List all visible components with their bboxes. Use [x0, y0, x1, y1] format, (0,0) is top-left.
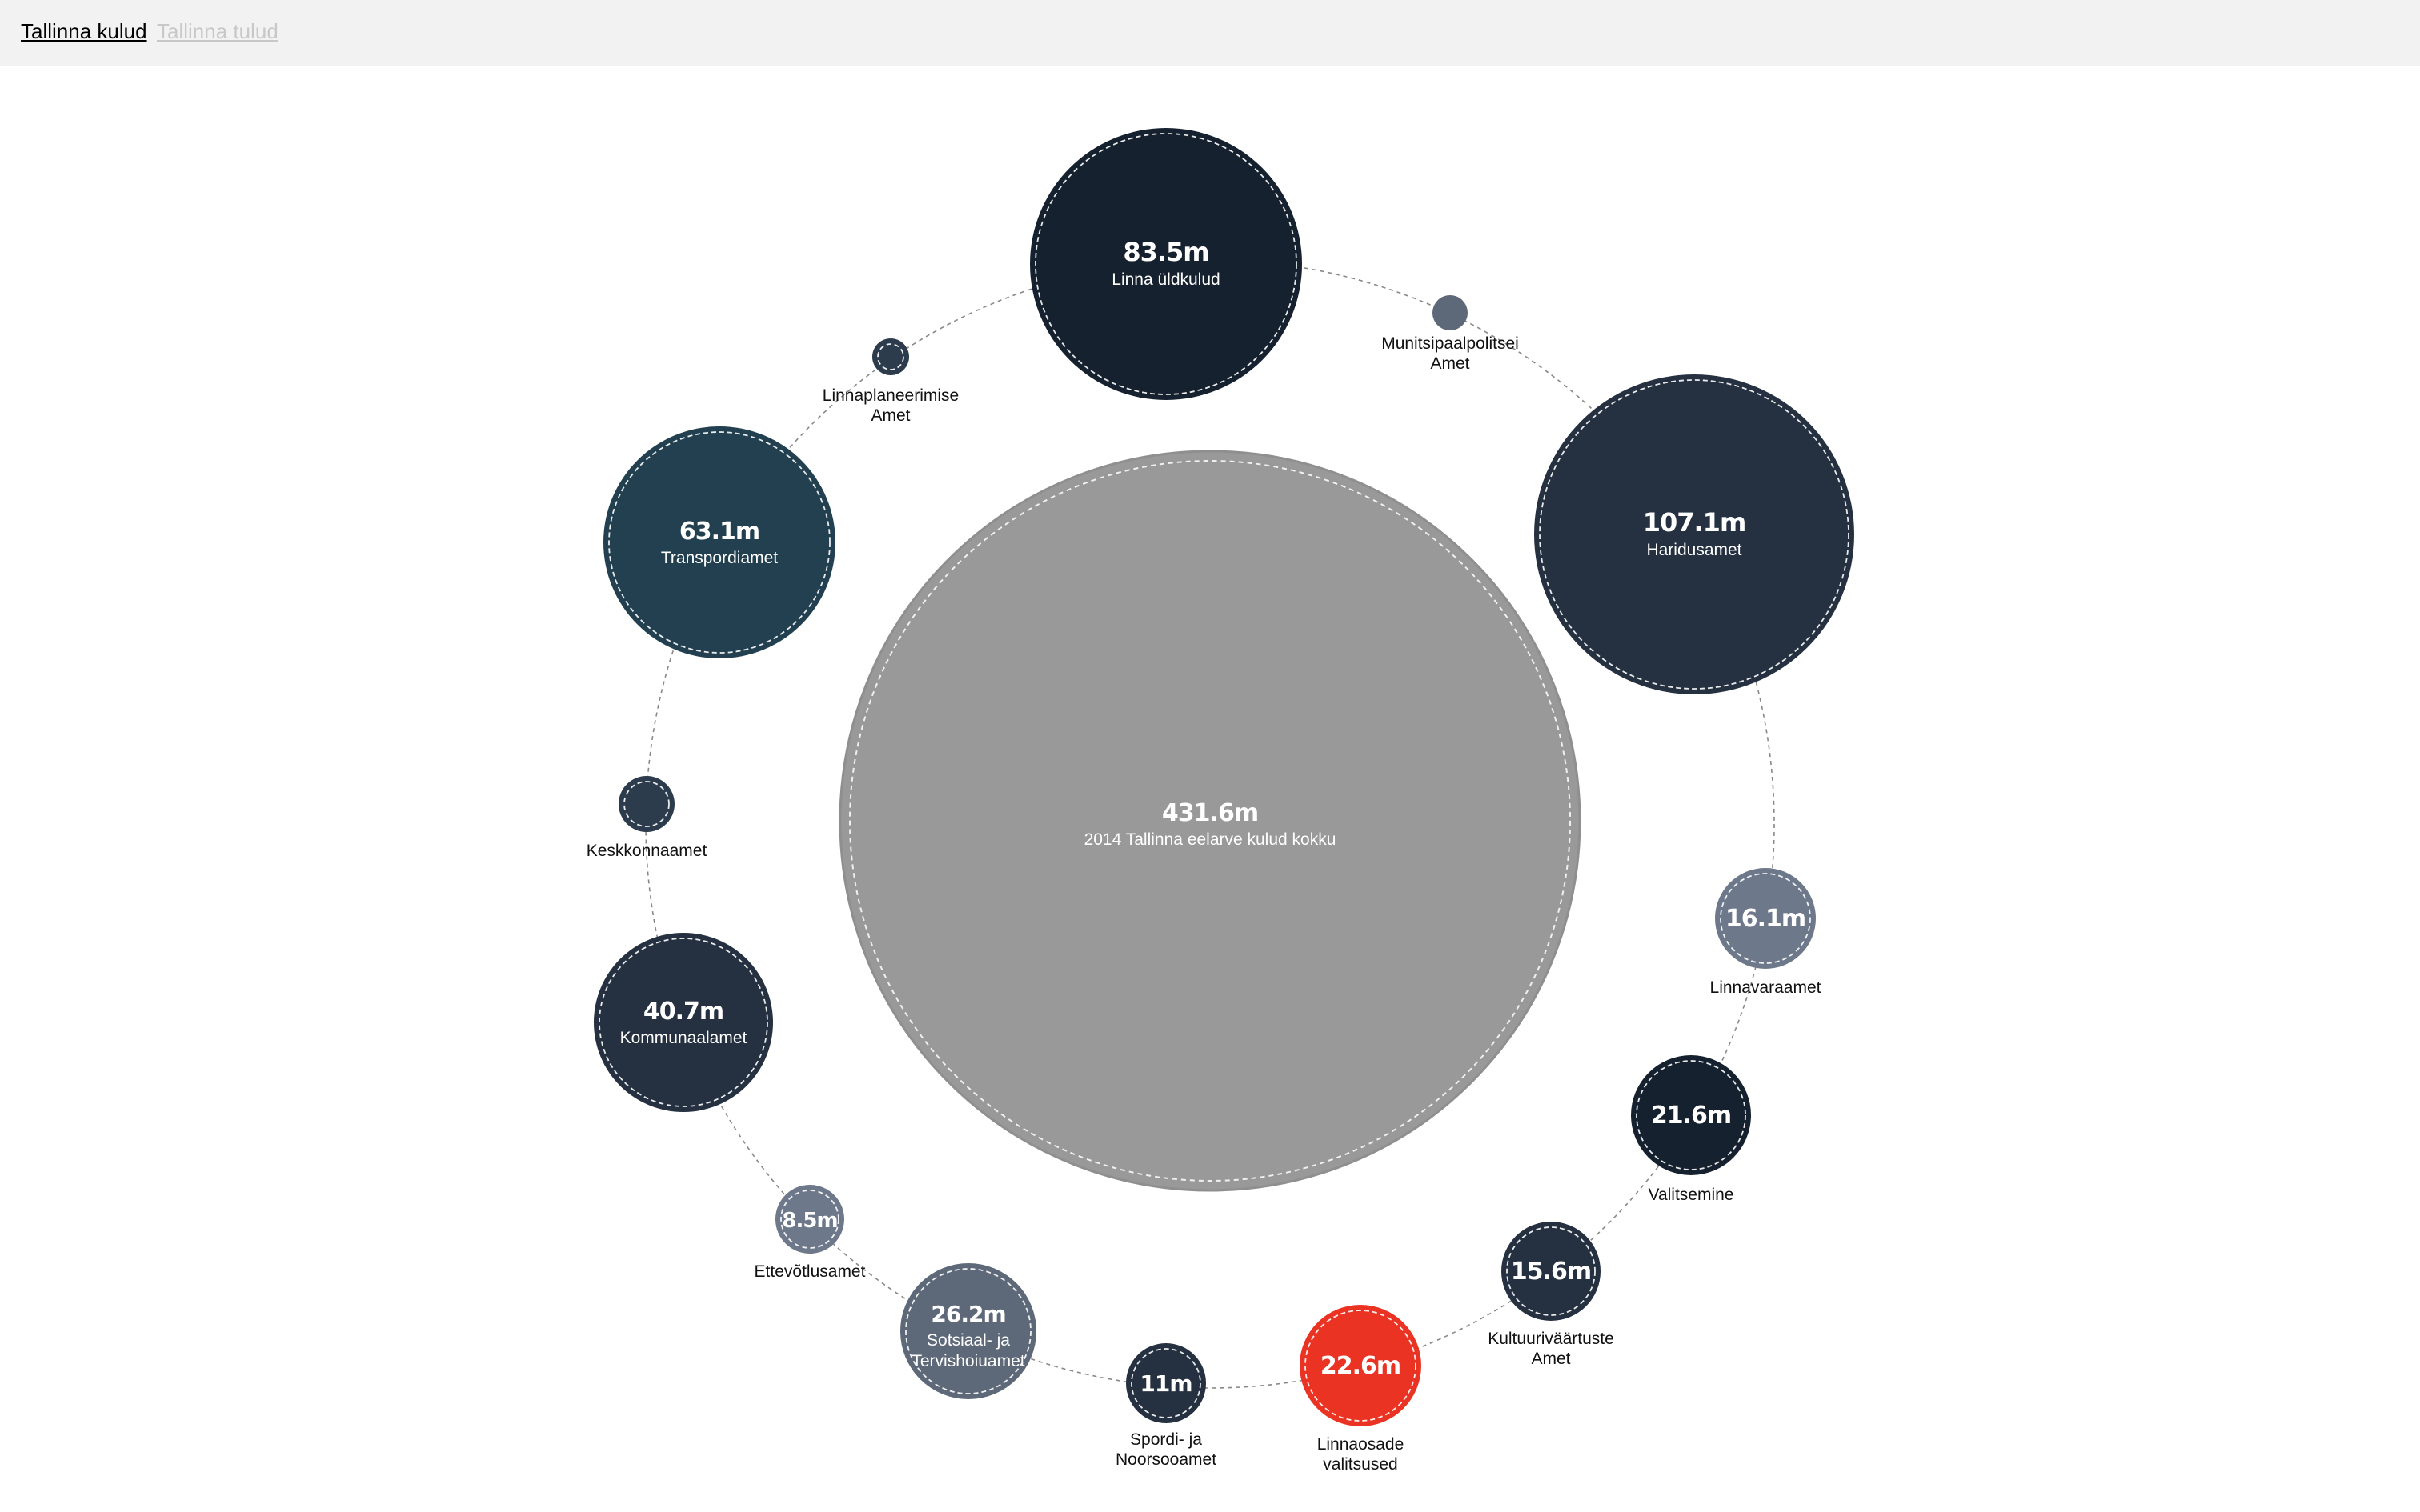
value-label-kultuurivaartuste-amet: 15.6m [1511, 1258, 1591, 1286]
bubble-dashed-ring-kommunaalamet [599, 938, 768, 1107]
outside-label-linnaosade-valitsused: Linnaosade [1317, 1435, 1404, 1454]
bubble-haridusamet [1534, 374, 1854, 694]
name-label-transpordiamet: Transpordiamet [661, 549, 778, 567]
outside-label-kultuurivaartuste-amet: Kultuuriväärtuste [1488, 1330, 1614, 1348]
total-value-label: 431.6m [1162, 799, 1258, 827]
tab-tallinna-tulud[interactable]: Tallinna tulud [157, 19, 278, 43]
bubble-dashed-ring-haridusamet [1539, 379, 1849, 690]
bubble-sotsiaal-ja-tervishoiuamet [900, 1263, 1036, 1399]
value-label-valitsemine: 21.6m [1651, 1102, 1731, 1130]
outside-label-ettevotlusamet: Ettevõtlusamet [755, 1262, 866, 1281]
bubble-spordi-ja-noorsooamet [1126, 1343, 1206, 1423]
bubble-dashed-ring-linna-uldkulud [1035, 133, 1297, 395]
bubble-dashed-ring-linnavaraamet [1720, 873, 1811, 964]
outside-label-spordi-ja-noorsooamet: Spordi- ja [1130, 1430, 1202, 1449]
value-label-haridusamet: 107.1m [1643, 507, 1746, 538]
total-bubble-dashed-ring [849, 460, 1571, 1182]
bubble-dashed-ring-linnaplaneerimise-amet [877, 343, 904, 370]
total-bubble [839, 450, 1581, 1192]
bubble-ettevotlusamet [775, 1185, 844, 1254]
outside-label-linnaplaneerimise-amet: Amet [871, 406, 910, 425]
bubble-dashed-ring-keskkonnaamet [623, 781, 670, 827]
bubble-dashed-ring-spordi-ja-noorsooamet [1131, 1348, 1201, 1418]
name-label-haridusamet: Haridusamet [1646, 541, 1741, 559]
bubble-transpordiamet [603, 426, 835, 658]
bubble-kommunaalamet [594, 933, 773, 1112]
bubble-linnaosade-valitsused [1300, 1305, 1421, 1426]
value-label-linnavaraamet: 16.1m [1725, 905, 1805, 933]
bubble-munitsipaalpolitsei-amet [1432, 295, 1468, 330]
name-label-linna-uldkulud: Linna üldkulud [1112, 270, 1220, 289]
bubble-valitsemine [1631, 1055, 1751, 1175]
value-label-kommunaalamet: 40.7m [643, 998, 723, 1026]
value-label-transpordiamet: 63.1m [679, 518, 759, 546]
name-label-sotsiaal-ja-tervishoiuamet: Sotsiaal- ja [927, 1331, 1010, 1350]
tab-tallinna-kulud[interactable]: Tallinna kulud [21, 19, 147, 43]
value-label-sotsiaal-ja-tervishoiuamet: 26.2m [931, 1301, 1005, 1327]
outside-label-spordi-ja-noorsooamet: Noorsooamet [1116, 1450, 1216, 1469]
bubble-keskkonnaamet [619, 776, 675, 832]
value-label-linnaosade-valitsused: 22.6m [1320, 1352, 1400, 1380]
outside-label-linnaosade-valitsused: valitsused [1323, 1455, 1397, 1474]
bubble-dashed-ring-linnaosade-valitsused [1304, 1310, 1416, 1422]
bubble-linna-uldkulud [1030, 128, 1302, 400]
top-nav-bar: Tallinna kulud Tallinna tulud [0, 0, 2420, 66]
name-label-sotsiaal-ja-tervishoiuamet: Tervishoiuamet [912, 1352, 1024, 1370]
value-label-linna-uldkulud: 83.5m [1123, 237, 1208, 267]
outside-label-munitsipaalpolitsei-amet: Munitsipaalpolitsei [1381, 334, 1519, 353]
outside-label-munitsipaalpolitsei-amet: Amet [1430, 354, 1469, 373]
outside-label-valitsemine: Valitsemine [1649, 1186, 1734, 1204]
outside-label-keskkonnaamet: Keskkonnaamet [587, 842, 707, 860]
value-label-spordi-ja-noorsooamet: 11m [1140, 1370, 1192, 1397]
total-name-label: 2014 Tallinna eelarve kulud kokku [1084, 830, 1336, 849]
bubble-kultuurivaartuste-amet [1501, 1222, 1601, 1321]
outside-label-linnavaraamet: Linnavaraamet [1710, 978, 1821, 997]
outside-label-linnaplaneerimise-amet: Linnaplaneerimise [823, 386, 959, 405]
bubble-dashed-ring-kultuurivaartuste-amet [1506, 1226, 1596, 1316]
bubble-dashed-ring-valitsemine [1636, 1060, 1746, 1170]
bubble-dashed-ring-sotsiaal-ja-tervishoiuamet [905, 1268, 1032, 1394]
bubble-linnavaraamet [1715, 868, 1816, 969]
bubble-dashed-ring-ettevotlusamet [780, 1190, 839, 1249]
value-label-ettevotlusamet: 8.5m [782, 1209, 837, 1233]
name-label-kommunaalamet: Kommunaalamet [620, 1029, 747, 1047]
outside-label-kultuurivaartuste-amet: Amet [1531, 1350, 1570, 1368]
bubble-dashed-ring-transpordiamet [608, 431, 831, 654]
